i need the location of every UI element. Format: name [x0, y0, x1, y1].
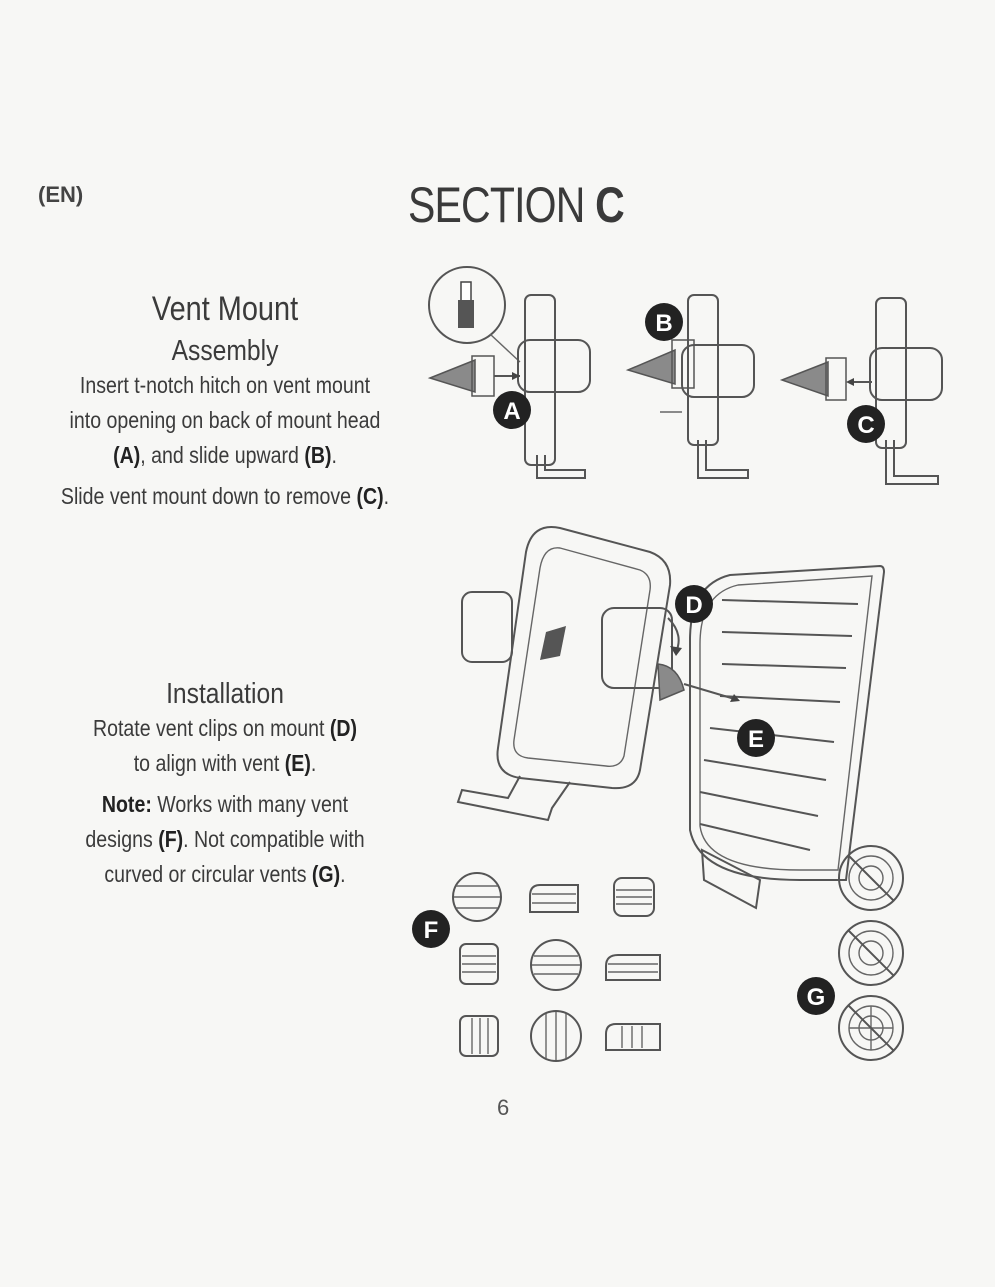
car-vent-illustration [689, 564, 886, 910]
badge-g: G [807, 984, 826, 1011]
ref-g: (G) [311, 861, 341, 887]
note-line-3: curved or circular vents (G). [51, 857, 400, 892]
page-number: 6 [497, 1095, 510, 1120]
vent-design-icon [529, 884, 579, 913]
badge-d: D [685, 592, 702, 619]
assembly-heading: Assembly [171, 335, 279, 367]
assembly-line-4-end: . [383, 483, 390, 509]
section-word: SECTION [408, 177, 585, 233]
step-a-diagram: A [427, 266, 591, 479]
badge-b: B [655, 310, 672, 337]
vent-design-icon [613, 877, 655, 917]
assembly-line-2: into opening on back of mount head [69, 407, 381, 433]
note-label: Note: [101, 791, 152, 817]
assembly-line-1: Insert t-notch hitch on vent mount [79, 372, 371, 398]
installation-line-1-text: Rotate vent clips on mount [92, 715, 330, 741]
installation-line-2-text: to align with vent [133, 750, 285, 776]
installation-line-2-end: . [310, 750, 317, 776]
note-line-1-text: Works with many vent [151, 791, 349, 817]
installation-heading: Installation [166, 678, 284, 710]
vent-mount-clip-icon [427, 358, 476, 394]
vent-design-icon [605, 954, 661, 981]
prohibited-circular-vent-icon [838, 995, 904, 1061]
vent-design-icon [605, 1023, 661, 1051]
assembly-line-4: Slide vent mount down to remove (C). [51, 479, 400, 514]
assembly-line-4-text: Slide vent mount down to remove [60, 483, 357, 509]
note-line-2-b: . Not compatible with [183, 826, 365, 852]
vent-design-icon [459, 943, 499, 985]
note-line-3-a: curved or circular vents [104, 861, 312, 887]
note-line-3-end: . [340, 861, 346, 887]
badge-e: E [748, 726, 764, 753]
note-line-2-a: designs [85, 826, 159, 852]
installation-text: Installation Rotate vent clips on mount … [20, 672, 430, 892]
installation-line-1: Rotate vent clips on mount (D) [51, 711, 400, 746]
ref-a: (A) [113, 442, 141, 468]
ref-e: (E) [284, 750, 311, 776]
ref-d: (D) [329, 715, 358, 741]
step-b-diagram: B [625, 294, 755, 479]
phone-mount-head-icon [524, 294, 556, 466]
language-tag: (EN) [38, 182, 84, 207]
assembly-line-3-mid: , and slide upward [140, 442, 305, 468]
ref-f: (F) [158, 826, 184, 852]
vent-design-icon [459, 1015, 499, 1057]
badge-c: C [857, 412, 874, 439]
compatible-vent-designs: F [412, 872, 661, 1062]
prohibited-circular-vent-icon [838, 845, 904, 911]
step-c-diagram: C [779, 297, 943, 485]
installation-line-2: to align with vent (E). [51, 746, 400, 781]
incompatible-circular-vents: G [797, 845, 904, 1061]
t-notch-hitch-icon [428, 266, 506, 344]
prohibited-circular-vent-icon [838, 920, 904, 986]
note-line-2: designs (F). Not compatible with [51, 822, 400, 857]
note-line-1: Note: Works with many vent [51, 787, 400, 822]
vent-mount-text: Vent Mount Assembly Insert t-notch hitch… [20, 290, 430, 514]
vent-design-icon [530, 1010, 582, 1062]
badge-f: F [424, 917, 439, 944]
vent-design-icon [452, 872, 502, 922]
badge-a: A [503, 398, 520, 425]
section-letter: C [595, 177, 625, 233]
vent-design-icon [530, 939, 582, 991]
section-title: SECTION C [408, 176, 625, 234]
phone-mount-illustration: D E [456, 526, 775, 822]
ref-c: (C) [356, 483, 384, 509]
assembly-line-3: (A), and slide upward (B). [51, 438, 400, 473]
assembly-line-3-end: . [331, 442, 337, 468]
vent-mount-title: Vent Mount [151, 290, 299, 328]
ref-b: (B) [304, 442, 332, 468]
